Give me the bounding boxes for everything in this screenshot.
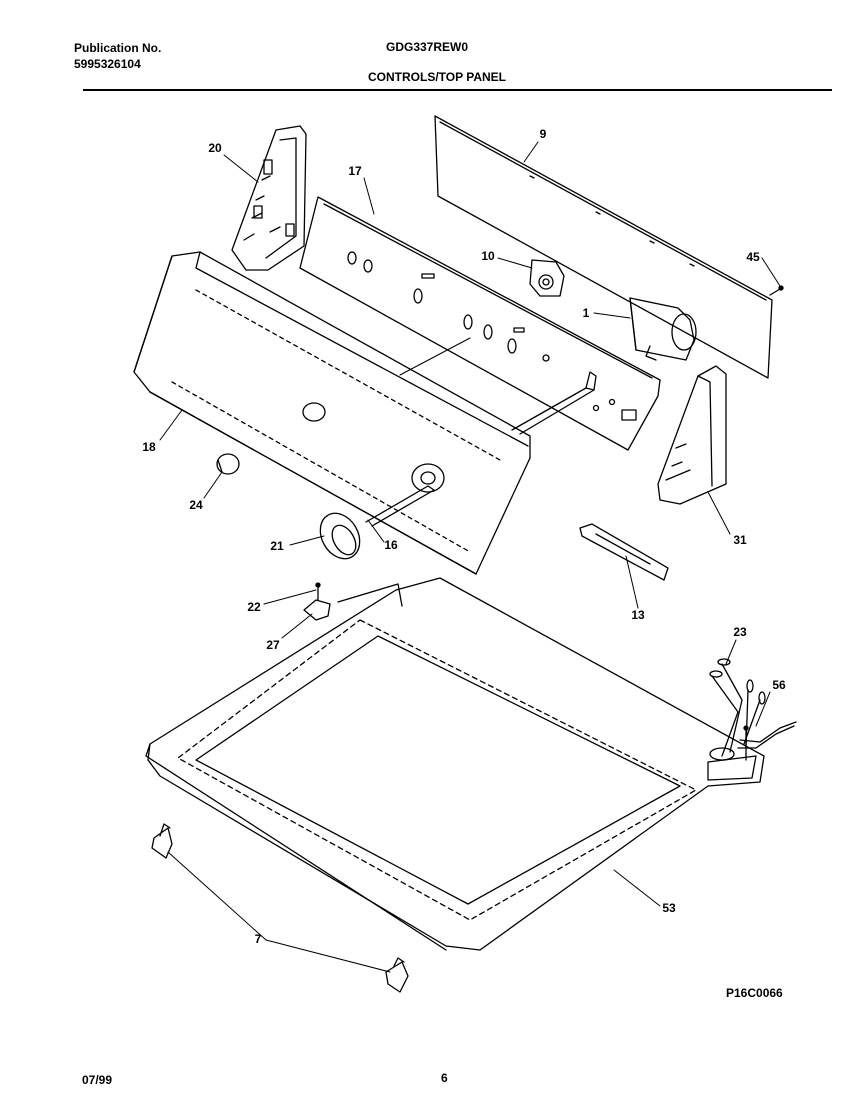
page-number: 6: [441, 1071, 448, 1085]
part-7-clip: [151, 823, 409, 993]
callout-53: 53: [662, 901, 676, 915]
part-23-wire-harness: [709, 658, 766, 761]
part-20-bracket: [231, 125, 307, 271]
callout-18: 18: [142, 440, 156, 454]
callout-17: 17: [348, 164, 362, 178]
callout-9: 9: [539, 127, 547, 141]
part-31-end-cap: [657, 365, 727, 505]
callout-56: 56: [772, 678, 786, 692]
part-17-control-panel: [299, 196, 661, 451]
callout-31: 31: [733, 533, 747, 547]
part-10-switch: [529, 259, 565, 297]
callout-13: 13: [631, 608, 645, 622]
figure-id: P16C0066: [726, 986, 783, 1000]
model-number: GDG337REW0: [386, 40, 469, 54]
part-13-strap: [579, 523, 669, 581]
part-18-console: [133, 251, 531, 575]
publication-number: 5995326104: [74, 57, 141, 71]
callout-22: 22: [247, 600, 261, 614]
callout-1: 1: [582, 306, 590, 320]
callout-23: 23: [733, 625, 747, 639]
callout-16: 16: [384, 538, 398, 552]
callout-7: 7: [254, 932, 262, 946]
part-1-timer: [629, 297, 697, 361]
part-24-button: [216, 453, 240, 475]
part-27-clip: [303, 599, 331, 621]
callout-24: 24: [189, 498, 203, 512]
callout-45: 45: [746, 250, 760, 264]
part-21-knob: [319, 512, 361, 560]
callout-21: 21: [270, 539, 284, 553]
part-45-screw: [769, 285, 784, 296]
publication-label: Publication No.: [74, 41, 162, 55]
footer-date: 07/99: [82, 1073, 113, 1087]
part-53-top-panel: [145, 577, 797, 951]
part-16-shaft: [365, 371, 597, 527]
leader-lines: [159, 141, 781, 973]
part-22-screw: [315, 582, 321, 601]
callout-10: 10: [481, 249, 495, 263]
part-9-rear-panel: [434, 115, 773, 379]
callout-27: 27: [266, 638, 280, 652]
callout-20: 20: [208, 141, 222, 155]
section-title: CONTROLS/TOP PANEL: [368, 70, 507, 84]
header-rule: [83, 89, 832, 91]
